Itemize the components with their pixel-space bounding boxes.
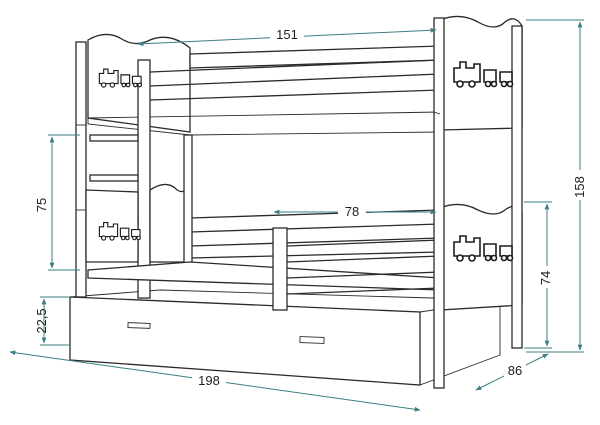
- dimension-drawer-height: 22,5: [34, 296, 70, 346]
- depth-label: 86: [508, 363, 522, 378]
- dimension-top-width: 151: [137, 26, 437, 47]
- lower-safety-rail: [272, 227, 441, 311]
- lower-opening-label: 78: [345, 204, 359, 219]
- lower-back-rails: [183, 134, 441, 276]
- top-width-label: 151: [276, 27, 298, 42]
- dimension-ladder-height: 75: [34, 134, 80, 271]
- right-end: [433, 15, 523, 389]
- total-height-label: 158: [572, 176, 587, 198]
- dimension-total-length: 198: [9, 350, 421, 412]
- left-back-post: [75, 41, 87, 298]
- total-length-label: 198: [198, 373, 220, 388]
- lower-height-label: 74: [538, 271, 553, 285]
- ladder-height-label: 75: [34, 198, 49, 212]
- dimension-depth: 86: [475, 353, 549, 391]
- dimension-lower-opening: 78: [273, 203, 437, 219]
- dimension-total-height: 158: [526, 19, 590, 353]
- left-lower-panel: [85, 183, 191, 263]
- dimension-lower-height: 74: [524, 201, 556, 349]
- drawer-height-label: 22,5: [34, 308, 49, 333]
